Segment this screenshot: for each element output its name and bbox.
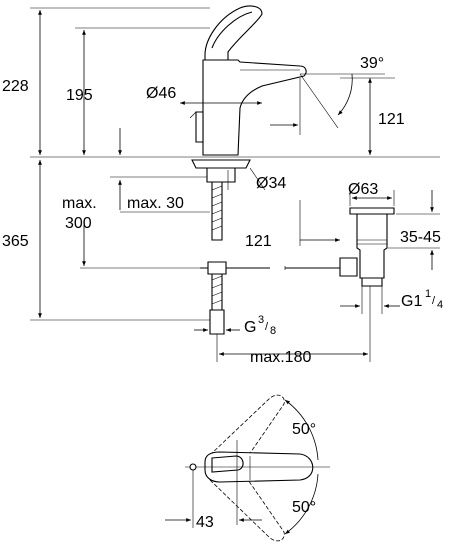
dim-g114-num: 1 <box>425 288 431 300</box>
spout-angle-arc <box>337 73 353 116</box>
dim-g38-slash: / <box>265 321 269 333</box>
dim-g38-den: 8 <box>270 325 276 337</box>
dim-46-label: Ø46 <box>146 85 176 102</box>
lever-ghost-bottom <box>209 473 285 542</box>
dim-39-label: 39° <box>360 55 384 72</box>
dim-g114-main: G1 <box>401 293 422 310</box>
plan-pivot <box>189 463 197 471</box>
dim-50-top-label: 50° <box>292 421 316 438</box>
mounting-stud <box>206 167 236 183</box>
dim-34-label: Ø34 <box>256 175 286 192</box>
waste-tailpiece <box>361 277 383 287</box>
pop-up-rod-knob <box>189 111 197 119</box>
hose-tee <box>207 261 227 275</box>
dim-g114-slash: / <box>432 295 436 307</box>
dim-43-label: 43 <box>196 514 214 531</box>
dim-g38-num: 3 <box>258 314 264 326</box>
hose-upper <box>211 181 223 241</box>
lever-ghost-top <box>209 394 285 463</box>
dim-180-label: max.180 <box>250 349 311 366</box>
mounting-nut <box>191 159 251 169</box>
hose-fitting <box>209 309 225 335</box>
dim-121-spout-label: 121 <box>378 111 405 128</box>
hose-lower-braid <box>211 275 223 305</box>
dim-max300-label-2: 300 <box>65 215 92 232</box>
hose-braid <box>211 185 223 231</box>
dim-max300-label-1: max. <box>62 195 97 212</box>
dim-35-45-label: 35-45 <box>400 229 441 246</box>
angle-arc-bottom <box>284 473 319 535</box>
waste-pivot <box>339 257 358 277</box>
dim-50-bottom-label: 50° <box>292 499 316 516</box>
angle-arc-top <box>284 399 319 461</box>
dim-63-label: Ø63 <box>348 181 378 198</box>
dim-228-label: 228 <box>2 78 29 95</box>
dim-195-label: 195 <box>66 87 93 104</box>
plan-view: 43 50° 50° <box>165 394 330 542</box>
dim-365-label: 365 <box>2 233 29 250</box>
waste-cap <box>349 207 395 215</box>
dim-121-waste-label: 121 <box>245 233 272 250</box>
dim-g114-den: 4 <box>437 299 443 311</box>
dim-g38-main: G <box>244 319 256 336</box>
faucet-lever <box>204 5 263 61</box>
dim-max30-label: max. 30 <box>127 195 184 212</box>
lever-plan-handle <box>211 455 244 473</box>
waste-body <box>356 213 388 279</box>
faucet-body <box>202 59 307 156</box>
dim-34-ref <box>249 167 266 191</box>
pop-up-rod <box>195 111 204 143</box>
spout-angle-leg <box>299 73 339 129</box>
faucet-lever-inner <box>211 11 253 49</box>
